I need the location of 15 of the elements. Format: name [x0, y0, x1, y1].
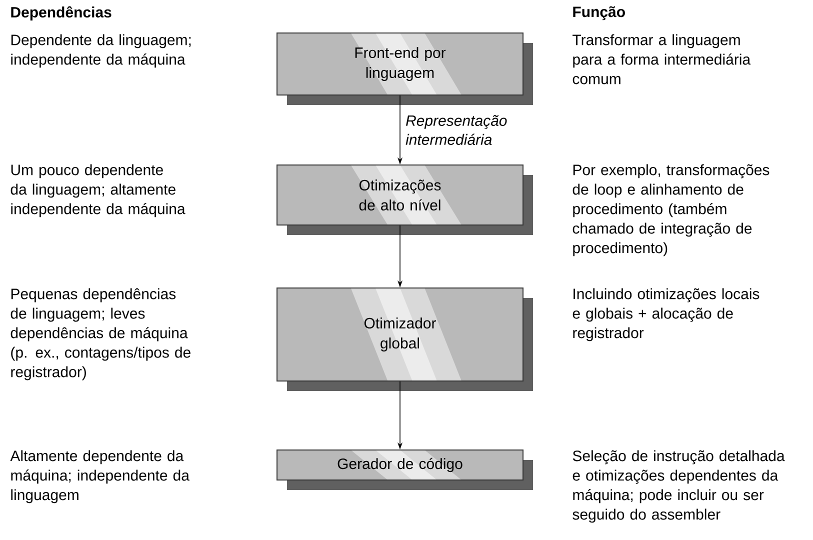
description-text: Dependente da linguagem; independente da máquina	[11, 34, 191, 68]
column-heading: Dependências	[11, 6, 112, 20]
process-box: Otimizador global	[276, 288, 533, 391]
process-box: Gerador de código	[276, 450, 533, 490]
column-heading: Função	[573, 6, 625, 20]
description-text: Pequenas dependências de linguagem; leves dependências de máquina (p. ex., contagens/tipos de registrador)	[10, 288, 190, 380]
process-box: Front-end por linguagem	[276, 32, 533, 105]
description-text: Transformar a linguagem para a forma intermediária comum	[572, 34, 751, 84]
description-text: Um pouco dependente da linguagem; altamente independente da máquina	[10, 164, 186, 218]
edge-label: Representação intermediária	[406, 115, 507, 145]
description-text: Seleção de instrução detalhada e otimizações dependentes da máquina; pode incluir ou ser seguido do assembler	[572, 450, 785, 523]
description-text: Incluindo otimizações locais e globais + alocação de registrador	[572, 288, 760, 342]
process-box: Otimizações de alto nível	[276, 164, 533, 235]
description-text: Altamente dependente da máquina; independente da linguagem	[10, 450, 190, 504]
description-text: Por exemplo, transformações de loop e alinhamento de procedimento (também chamado de integração de procedimento)	[572, 164, 770, 256]
